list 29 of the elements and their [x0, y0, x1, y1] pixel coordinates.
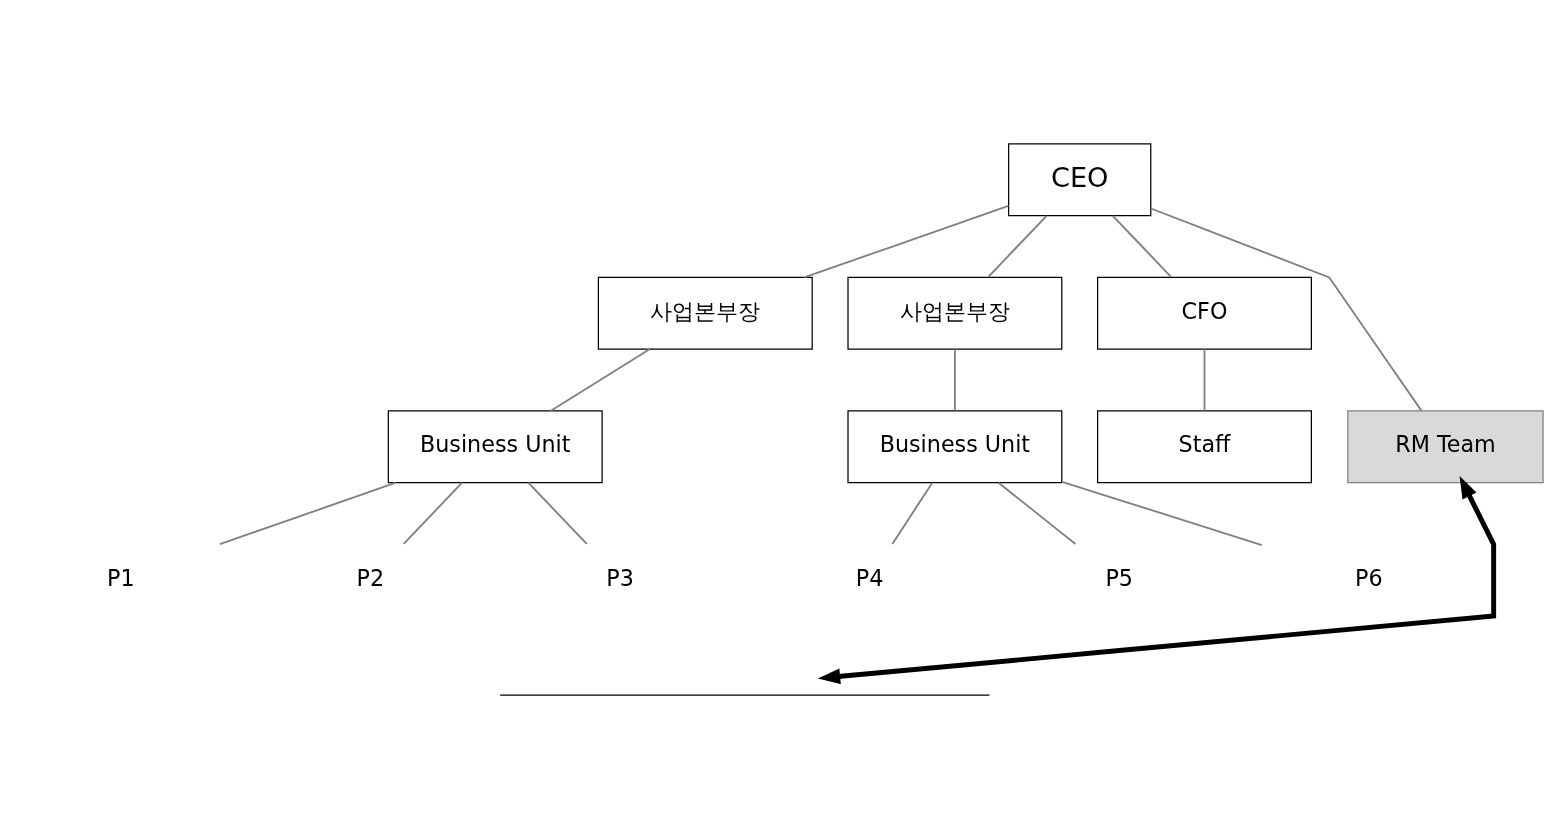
- connector: [1203, 347, 1206, 411]
- node-text: P1: [107, 564, 135, 591]
- connector: [219, 481, 397, 545]
- connector: [1111, 214, 1173, 278]
- node-text: P4: [855, 564, 884, 591]
- node-box: 사업본부장: [597, 276, 813, 350]
- connector: [803, 204, 1010, 278]
- connector: [527, 481, 588, 545]
- node-text: P5: [1105, 564, 1134, 591]
- connector: [987, 214, 1048, 278]
- node-text: P2: [356, 564, 385, 591]
- connector: [953, 347, 956, 411]
- node-text: P6: [1355, 564, 1383, 591]
- node-bracket: [499, 693, 991, 696]
- node-box: CFO: [1097, 276, 1312, 350]
- arrow: [817, 475, 1497, 684]
- node-box: RM Team: [1347, 409, 1544, 483]
- connector: [891, 481, 934, 545]
- connector: [997, 481, 1077, 545]
- node-box: Business Unit: [847, 409, 1063, 483]
- connector: [1061, 480, 1263, 546]
- node-box: CEO: [1008, 142, 1152, 216]
- node-box: Staff: [1097, 409, 1312, 483]
- connector: [1149, 207, 1423, 412]
- connector: [402, 481, 464, 545]
- connector: [549, 347, 651, 412]
- node-box: Business Unit: [387, 409, 603, 483]
- node-box: 사업본부장: [847, 276, 1063, 350]
- node-text: P3: [606, 564, 634, 591]
